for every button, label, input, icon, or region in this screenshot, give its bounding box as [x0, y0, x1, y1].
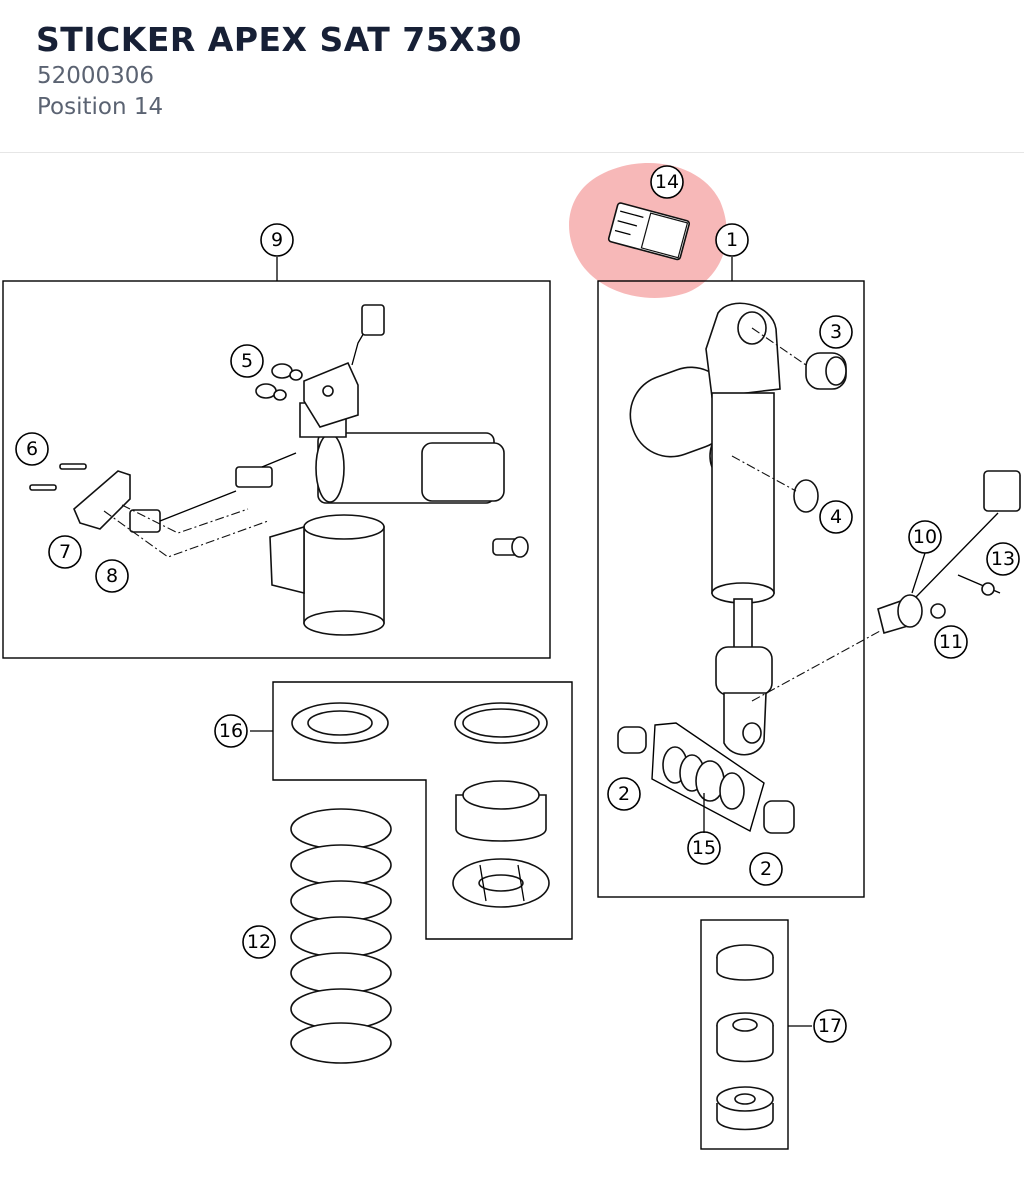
- part-number: 52000306: [37, 63, 155, 89]
- callout-17[interactable]: 17: [813, 1009, 847, 1043]
- assembly-1-box: [597, 257, 865, 898]
- svg-text:12: 12: [247, 931, 271, 953]
- callout-7[interactable]: 7: [48, 535, 82, 569]
- callout-2-upper[interactable]: 2: [607, 777, 641, 811]
- svg-text:8: 8: [106, 565, 118, 587]
- seal-kit-drawing: [716, 944, 774, 1131]
- callout-12[interactable]: 12: [242, 925, 276, 959]
- leader-lines: [703, 552, 926, 833]
- sticker-drawing[interactable]: [607, 202, 691, 261]
- svg-text:3: 3: [830, 321, 842, 343]
- svg-text:15: 15: [692, 837, 716, 859]
- callout-8[interactable]: 8: [95, 559, 129, 593]
- callout-1[interactable]: 1: [715, 223, 749, 257]
- callout-4[interactable]: 4: [819, 500, 853, 534]
- callout-9[interactable]: 9: [260, 223, 294, 257]
- callout-3[interactable]: 3: [819, 315, 853, 349]
- actuator-drawing: [29, 304, 529, 636]
- spring-drawing: [290, 808, 392, 1064]
- assembly-16-box: [250, 681, 573, 940]
- svg-text:6: 6: [26, 438, 38, 460]
- shock-absorber-drawing: [617, 302, 881, 834]
- svg-text:16: 16: [219, 720, 243, 742]
- callout-16[interactable]: 16: [214, 714, 248, 748]
- assembly-9-box: [2, 257, 551, 659]
- product-title: STICKER APEX SAT 75X30: [36, 20, 523, 59]
- svg-text:2: 2: [760, 858, 772, 880]
- svg-text:5: 5: [241, 350, 253, 372]
- position-label: Position 14: [37, 94, 164, 120]
- svg-text:10: 10: [913, 526, 937, 548]
- svg-text:4: 4: [830, 506, 842, 528]
- svg-text:9: 9: [271, 229, 283, 251]
- sensor-drawing: [877, 470, 1021, 635]
- callout-15[interactable]: 15: [687, 831, 721, 865]
- product-header: STICKER APEX SAT 75X30 52000306 Position…: [0, 0, 1024, 153]
- assembly-17-box: [700, 919, 812, 1150]
- svg-text:17: 17: [818, 1015, 842, 1037]
- svg-text:14: 14: [655, 171, 679, 193]
- svg-text:11: 11: [939, 631, 963, 653]
- callout-10[interactable]: 10: [908, 520, 942, 554]
- callout-11[interactable]: 11: [934, 625, 968, 659]
- svg-text:1: 1: [726, 229, 738, 251]
- callout-13[interactable]: 13: [986, 542, 1020, 576]
- svg-text:2: 2: [618, 783, 630, 805]
- exploded-parts-diagram: 14 9 1 5 3 6 4 7 8 10 13 11 16 2 15 2 12…: [2, 162, 1021, 1150]
- svg-text:7: 7: [59, 541, 71, 563]
- svg-text:13: 13: [991, 548, 1015, 570]
- callout-6[interactable]: 6: [15, 432, 49, 466]
- callout-14[interactable]: 14: [650, 165, 684, 199]
- callout-5[interactable]: 5: [230, 344, 264, 378]
- spring-seat-drawing: [291, 702, 550, 908]
- callout-2-lower[interactable]: 2: [749, 852, 783, 886]
